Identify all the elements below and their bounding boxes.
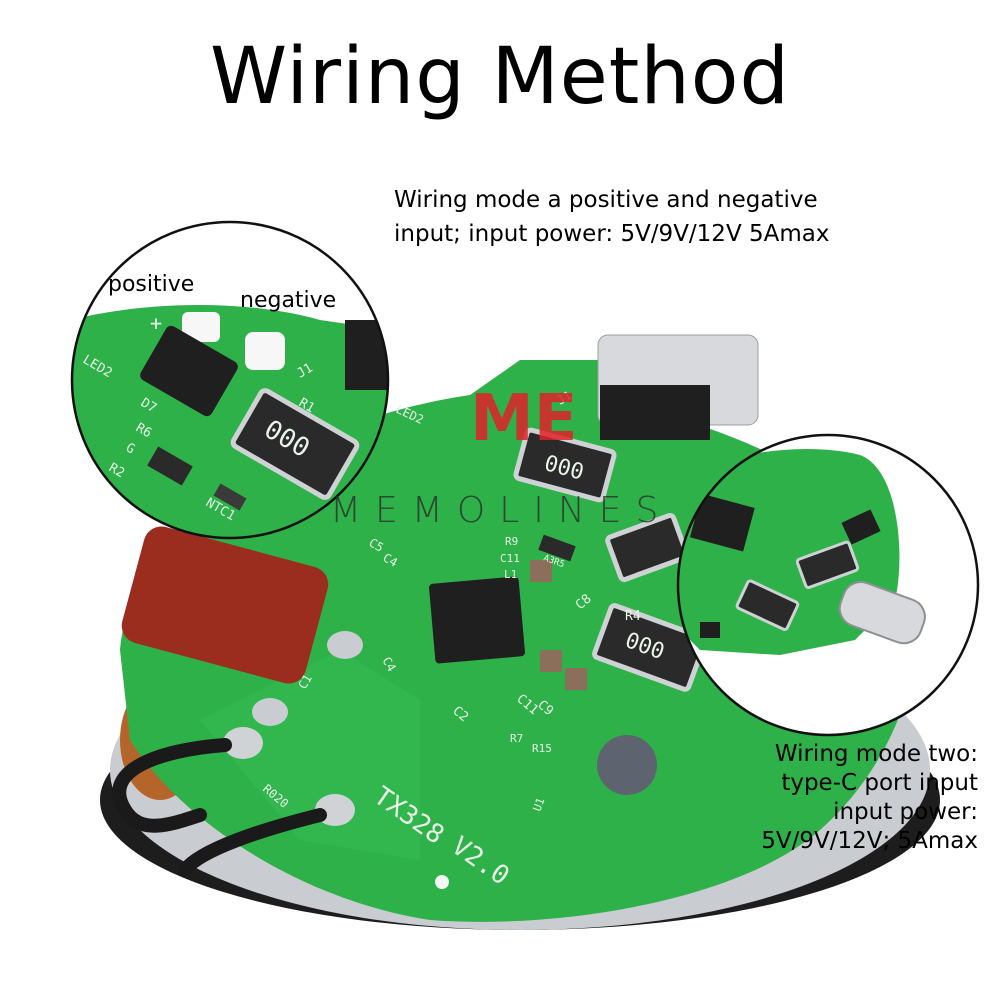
mode-two-line: input power: — [833, 799, 978, 825]
silk-r4: R7 — [510, 732, 523, 745]
wiring-mode-one-note: Wiring mode a positive and negative inpu… — [394, 183, 829, 251]
mode-one-line: Wiring mode a positive and negative — [394, 187, 818, 213]
smd-capacitor — [565, 668, 587, 690]
silk-plus: + — [150, 311, 162, 335]
solder-joint — [252, 698, 288, 726]
silk-c3: C4 — [379, 655, 398, 675]
silk-c5: C5 — [367, 535, 387, 554]
positive-negative-callout: 000 LED2 D7 R1 R6 G R2 NTC1 J1 + — [72, 222, 388, 538]
mode-two-line: type-C port input — [781, 770, 978, 796]
type-c-callout — [678, 435, 978, 735]
label-negative: negative — [240, 288, 337, 313]
coil-wire — [112, 738, 232, 833]
silk-r15: U1 — [531, 796, 548, 813]
watermark-text: MEMOLINES — [330, 490, 673, 531]
silk-r7: R15 — [532, 742, 552, 755]
silk-d7: D7 — [138, 395, 159, 416]
silk-r6: R6 — [133, 420, 154, 441]
callout-ring-left — [70, 220, 390, 540]
smd-capacitor — [530, 560, 552, 582]
solder-joint — [223, 727, 263, 759]
diode-d7 — [140, 325, 238, 417]
silk-dot — [435, 875, 449, 889]
silk-r13: R4 — [625, 609, 641, 624]
pad-negative — [245, 332, 285, 370]
svg-text:ME: ME — [470, 382, 577, 456]
label-positive: positive — [108, 272, 195, 297]
resistor-r1 — [230, 388, 360, 500]
smd-capacitor — [540, 650, 562, 672]
callout-resistor — [735, 579, 800, 631]
silk-c11: C11 — [500, 552, 520, 565]
silk-r9: R9 — [505, 535, 518, 548]
callout-usb-c — [838, 581, 926, 645]
silk-j1-main: J1 — [555, 388, 575, 407]
silk-u1: L1 — [504, 568, 517, 581]
silk-j1: J1 — [295, 361, 316, 382]
silk-r1: R1 — [296, 395, 317, 416]
pcb-trace-area — [200, 650, 420, 860]
mounting-hole — [597, 735, 657, 795]
connector-j1-part — [345, 320, 388, 390]
callout-resistor — [795, 540, 860, 589]
power-resistor: 000 — [513, 427, 617, 503]
coil-wire — [178, 808, 327, 877]
silk-c1: C1 — [295, 672, 314, 692]
page-title: Wiring Method — [209, 32, 791, 122]
smd-resistor — [538, 534, 576, 562]
film-capacitor — [121, 526, 329, 684]
mode-two-line: Wiring mode two: — [774, 741, 978, 767]
callout-ring-right — [676, 433, 980, 737]
solder-joint — [327, 631, 363, 659]
power-resistor — [605, 512, 690, 582]
brand-logo: ME — [470, 382, 577, 456]
power-resistor: 000 — [592, 603, 708, 692]
wiring-mode-two-note: Wiring mode two: type-C port input input… — [761, 740, 978, 856]
silk-c4: C4 — [381, 550, 401, 569]
usb-c-housing — [600, 385, 710, 440]
controller-chip — [429, 576, 525, 664]
callout-chip — [689, 493, 755, 552]
mode-one-line: input; input power: 5V/9V/12V 5Amax — [394, 221, 830, 247]
pad-positive — [182, 312, 220, 342]
callout-diode — [841, 509, 881, 545]
silk-r2: R2 — [106, 460, 127, 481]
mode-two-line: 5V/9V/12V; 5Amax — [761, 828, 978, 854]
